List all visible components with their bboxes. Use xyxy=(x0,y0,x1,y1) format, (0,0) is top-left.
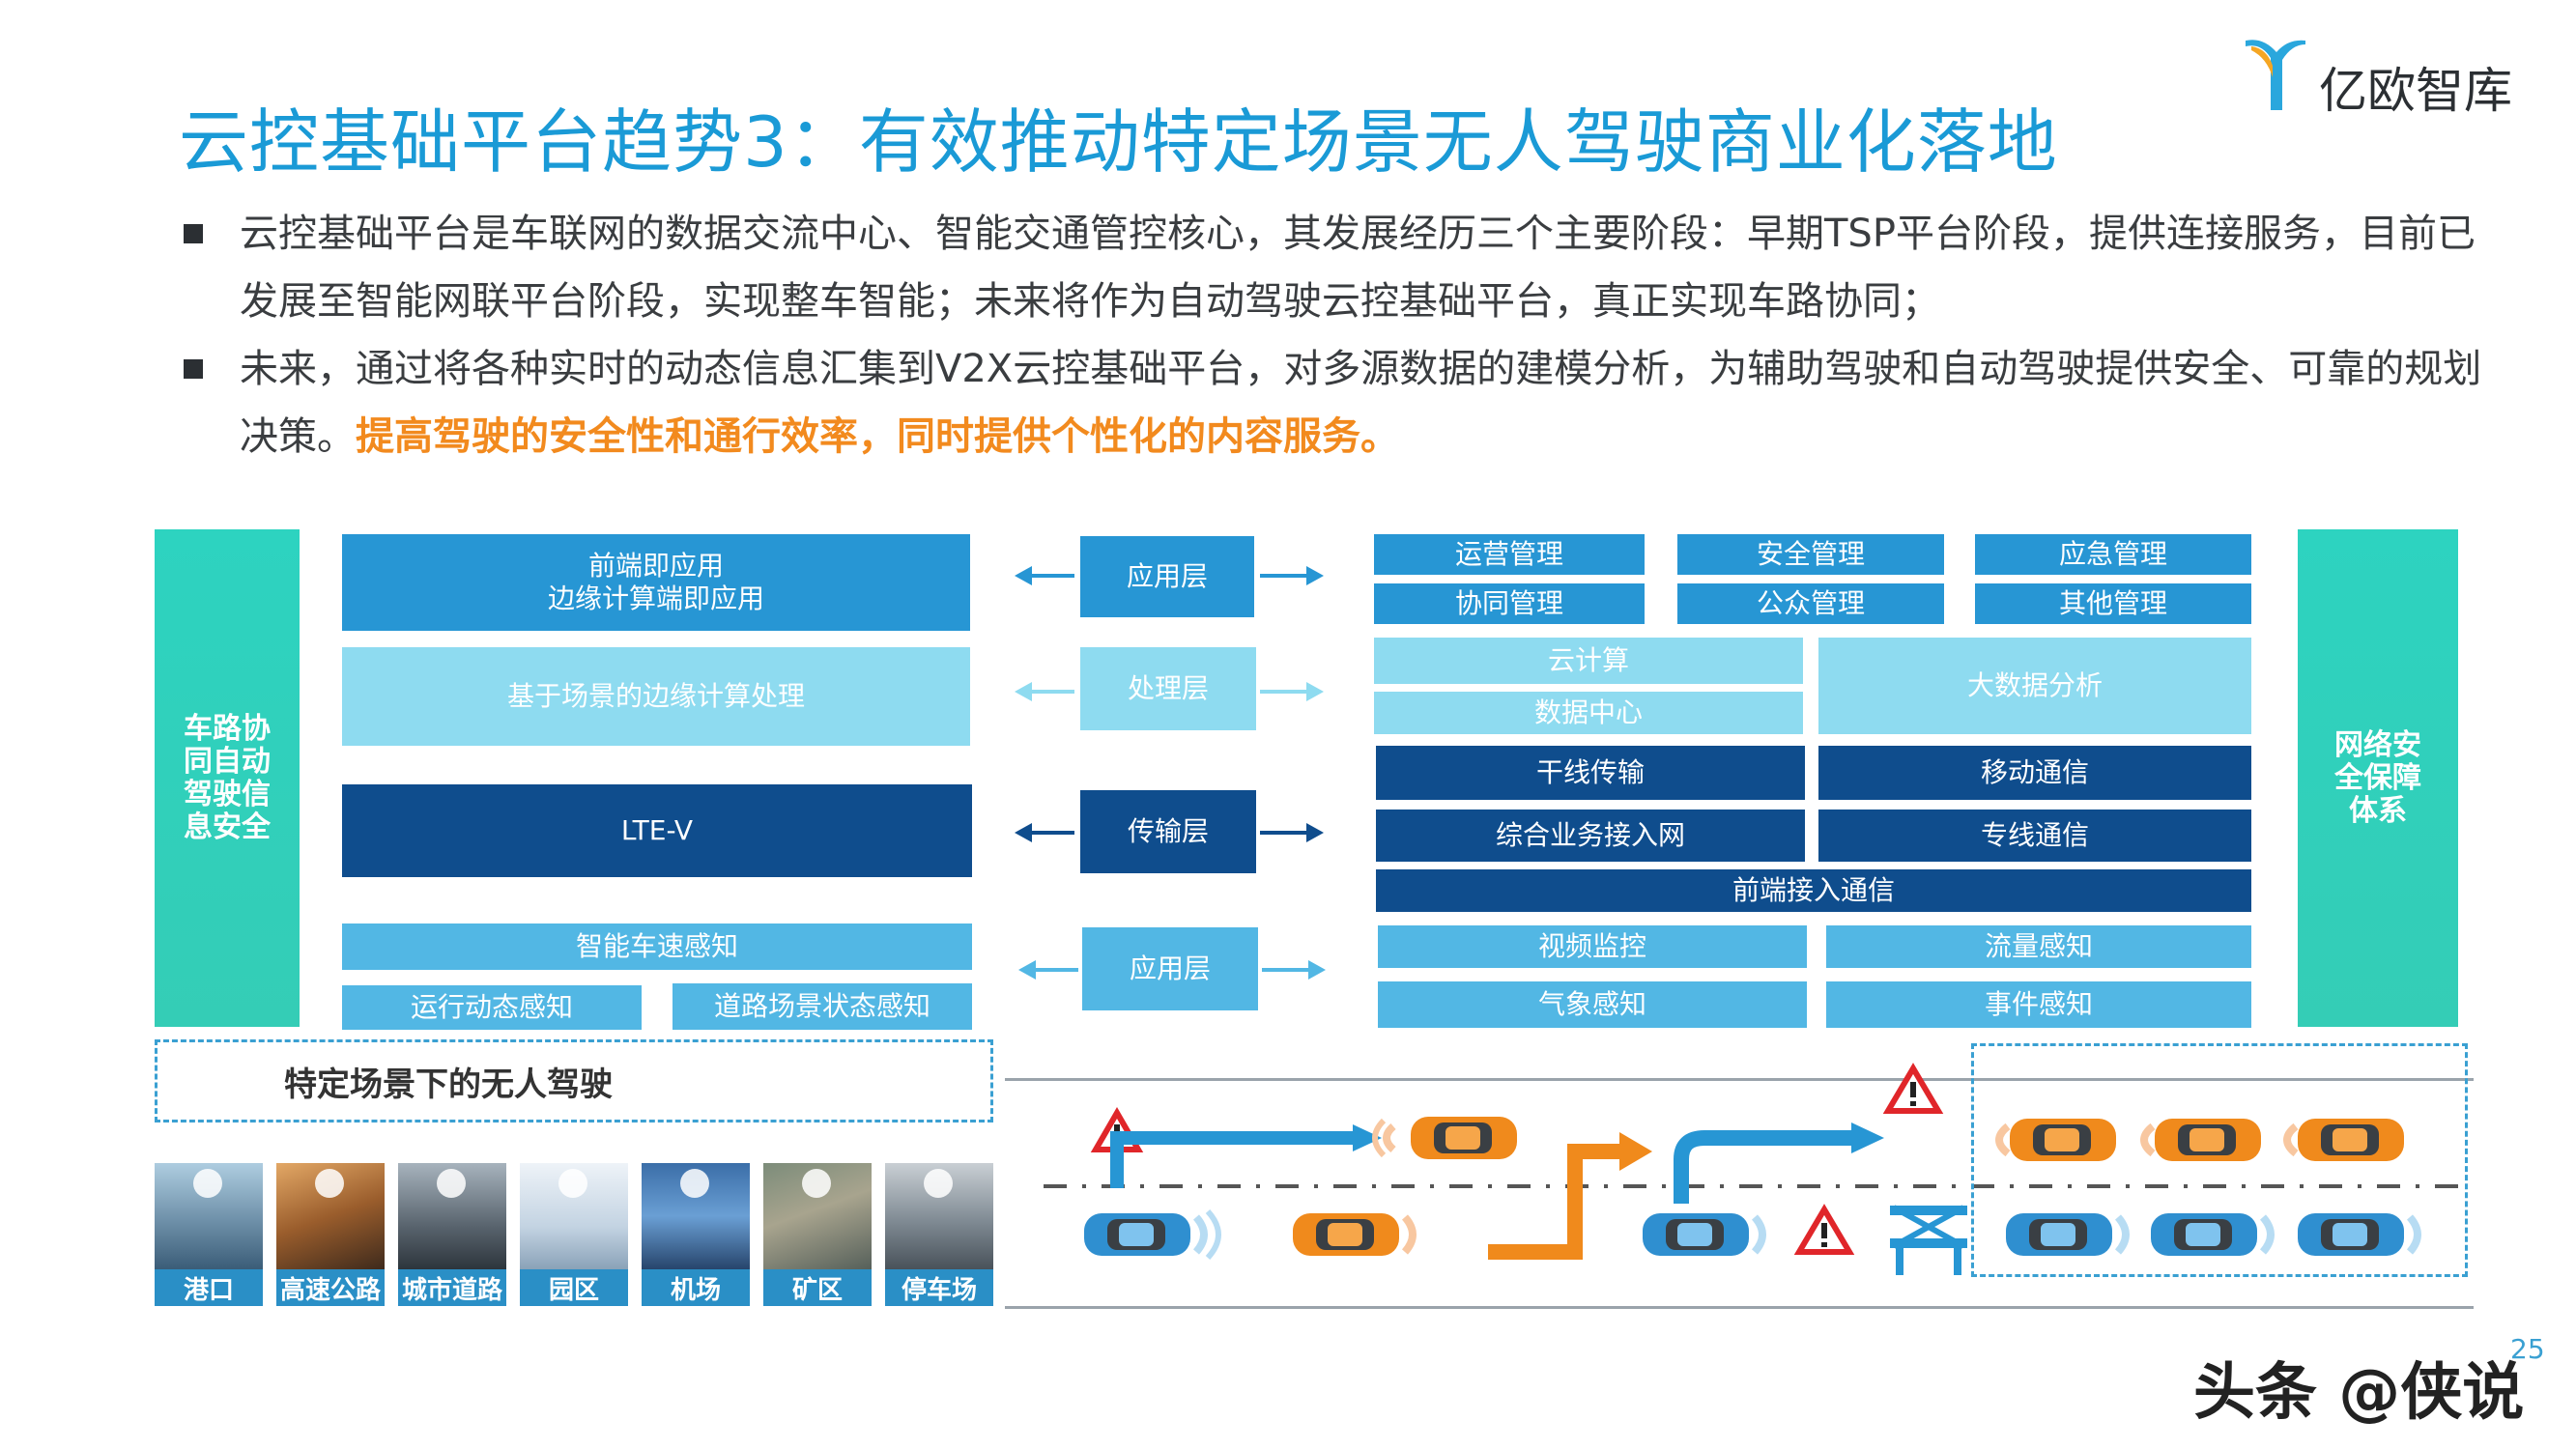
car-icon xyxy=(315,1169,344,1198)
bullet-2-highlight: 提高驾驶的安全性和通行效率，同时提供个性化的内容服务。 xyxy=(356,414,1399,459)
frontend-app-line2: 边缘计算端即应用 xyxy=(547,582,764,614)
layer-transport: 传输层 xyxy=(1080,790,1256,873)
lte-v-box: LTE-V xyxy=(342,784,972,877)
coop-management: 协同管理 xyxy=(1374,583,1645,624)
arrow-line xyxy=(1260,831,1310,835)
road-scene-graphics xyxy=(1084,1063,2421,1275)
arrow-right-icon xyxy=(1308,960,1326,980)
cloud-computing: 云计算 xyxy=(1374,638,1803,684)
scene-item-city-road: 城市道路 xyxy=(398,1163,506,1306)
scene-label: 园区 xyxy=(520,1269,628,1306)
road-illustration xyxy=(1005,1043,2474,1314)
scene-label: 停车场 xyxy=(885,1269,993,1306)
bullet-1-line-2: 发展至智能网联平台阶段，实现整车智能；未来将作为自动驾驶云控基础平台，真正实现车… xyxy=(240,279,1940,324)
building-icon xyxy=(437,1169,466,1198)
logo-mark-icon xyxy=(2246,40,2305,111)
arrow-line xyxy=(1028,968,1078,972)
scene-item-port: 港口 xyxy=(155,1163,263,1306)
arrow-right-icon xyxy=(1306,566,1324,585)
right-side-bar: 网络安全保障体系 xyxy=(2298,529,2458,1027)
scene-label: 高速公路 xyxy=(276,1269,385,1306)
dedicated-line: 专线通信 xyxy=(1818,810,2251,862)
scene-item-airport: 机场 xyxy=(642,1163,750,1306)
big-data-analysis: 大数据分析 xyxy=(1818,638,2251,734)
scene-label: 城市道路 xyxy=(398,1269,506,1306)
frontend-app-line1: 前端即应用 xyxy=(587,550,724,582)
arrow-line xyxy=(1024,690,1074,694)
road-edge-bottom xyxy=(1005,1306,2474,1309)
flow-perception: 流量感知 xyxy=(1826,925,2251,968)
ship-icon xyxy=(193,1169,222,1198)
public-management: 公众管理 xyxy=(1677,583,1944,624)
bullet-1-line-1: 云控基础平台是车联网的数据交流中心、智能交通管控核心，其发展经历三个主要阶段：早… xyxy=(240,212,2476,256)
arrow-left-icon xyxy=(1015,682,1032,701)
lane-divider xyxy=(1044,1184,2474,1188)
logo-text: 亿欧智库 xyxy=(2319,63,2512,119)
left-side-bar: 车路协同自动驾驶信息安全 xyxy=(155,529,300,1027)
arrow-line xyxy=(1024,831,1074,835)
emergency-management: 应急管理 xyxy=(1975,534,2251,575)
arrow-left-icon xyxy=(1015,566,1032,585)
edge-processing-box: 基于场景的边缘计算处理 xyxy=(342,647,970,746)
layer-processing: 处理层 xyxy=(1080,647,1256,730)
trunk-transmission: 干线传输 xyxy=(1376,746,1805,800)
bullet-2-line-1: 未来，通过将各种实时的动态信息汇集到V2X云控基础平台，对多源数据的建模分析，为… xyxy=(240,347,2482,391)
page-number: 25 xyxy=(2510,1333,2545,1365)
security-management: 安全管理 xyxy=(1677,534,1944,575)
layer-application-2: 应用层 xyxy=(1082,927,1258,1010)
scene-label: 港口 xyxy=(155,1269,263,1306)
arrow-left-icon xyxy=(1015,823,1032,842)
integrated-access-network: 综合业务接入网 xyxy=(1376,810,1805,862)
runtime-perception-box: 运行动态感知 xyxy=(342,985,642,1030)
layer-application: 应用层 xyxy=(1080,536,1254,617)
scene-item-highway: 高速公路 xyxy=(276,1163,385,1306)
weather-perception: 气象感知 xyxy=(1378,981,1807,1028)
road-scene-perception-box: 道路场景状态感知 xyxy=(673,983,972,1030)
watermark: 头条 @侠说 xyxy=(2193,1357,2525,1429)
mobile-communication: 移动通信 xyxy=(1818,746,2251,800)
arrow-line xyxy=(1262,968,1312,972)
arrow-right-icon xyxy=(1306,682,1324,701)
data-center: 数据中心 xyxy=(1374,692,1803,734)
scene-title: 特定场景下的无人驾驶 xyxy=(284,1065,613,1104)
ops-management: 运营管理 xyxy=(1374,534,1645,575)
vehicle-speed-perception-box: 智能车速感知 xyxy=(342,923,972,970)
plane-icon xyxy=(680,1169,709,1198)
scene-item-mine: 矿区 xyxy=(763,1163,872,1306)
platoon-zone xyxy=(1971,1043,2468,1277)
arrow-line xyxy=(1260,690,1310,694)
arrow-line xyxy=(1024,574,1074,578)
event-perception: 事件感知 xyxy=(1826,981,2251,1028)
scene-item-park: 园区 xyxy=(520,1163,628,1306)
bullet-2-line-2: 决策。提高驾驶的安全性和通行效率，同时提供个性化的内容服务。 xyxy=(240,413,1399,460)
bullet-marker xyxy=(184,359,203,379)
road-barrier-icon xyxy=(1890,1205,1967,1275)
road-edge-top xyxy=(1005,1078,2474,1081)
arrow-right-icon xyxy=(1306,823,1324,842)
bullet-2-plain: 决策。 xyxy=(240,414,356,459)
scene-title-box: 特定场景下的无人驾驶 xyxy=(155,1039,993,1122)
scene-thumbnails: 港口 高速公路 城市道路 园区 机场 矿区 停车场 xyxy=(155,1163,993,1310)
frontend-app-box: 前端即应用 边缘计算端即应用 xyxy=(342,534,970,631)
scene-label: 机场 xyxy=(642,1269,750,1306)
video-monitoring: 视频监控 xyxy=(1378,925,1807,968)
parking-icon xyxy=(924,1169,953,1198)
other-management: 其他管理 xyxy=(1975,583,2251,624)
yiou-logo: 亿欧智库 xyxy=(2242,39,2532,119)
arrow-line xyxy=(1260,574,1310,578)
arrow-left-icon xyxy=(1018,960,1036,980)
frontend-access-communication: 前端接入通信 xyxy=(1376,869,2251,912)
truck-icon xyxy=(802,1169,831,1198)
scene-label: 矿区 xyxy=(763,1269,872,1306)
bus-icon xyxy=(558,1169,587,1198)
page-title: 云控基础平台趋势3：有效推动特定场景无人驾驶商业化落地 xyxy=(179,101,2058,183)
bullet-marker xyxy=(184,224,203,243)
scene-item-parking: 停车场 xyxy=(885,1163,993,1306)
